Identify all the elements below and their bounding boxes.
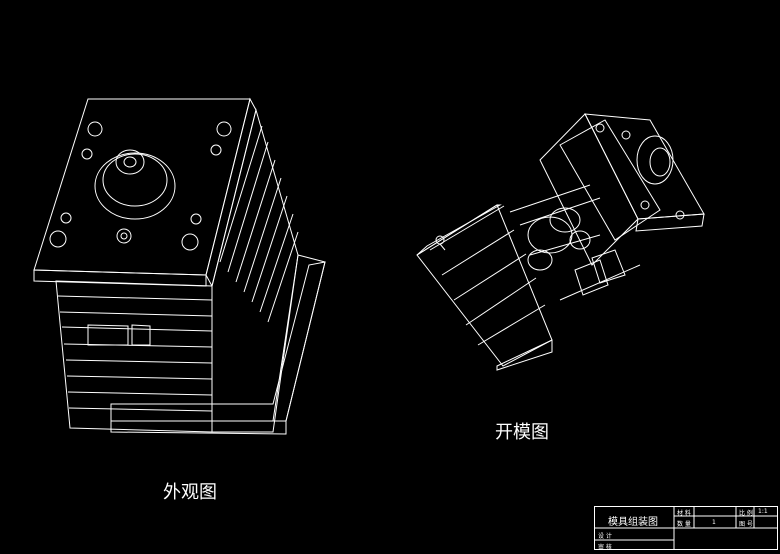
material-label: 材 料 [677,510,691,517]
drawing-title: 模具组装图 [608,517,658,528]
reviewer-label: 审 核 [598,544,612,551]
open-view-caption: 开模图 [495,422,549,443]
designer-label: 设 计 [598,533,612,540]
title-block-grid [594,506,778,550]
scale-label: 比 例 [739,510,753,517]
scale-value: 1:1 [758,508,768,515]
mold-open-view [416,113,705,371]
mold-exterior-view [33,97,326,435]
quantity-label: 数 量 [677,521,691,528]
title-block: 模具组装图 材 料 比 例 1:1 数 量 1 图 号 设 计 审 核 [594,506,778,551]
drawing-no-label: 图 号 [739,521,753,528]
exterior-view-caption: 外观图 [163,482,217,503]
quantity-value: 1 [712,519,716,526]
